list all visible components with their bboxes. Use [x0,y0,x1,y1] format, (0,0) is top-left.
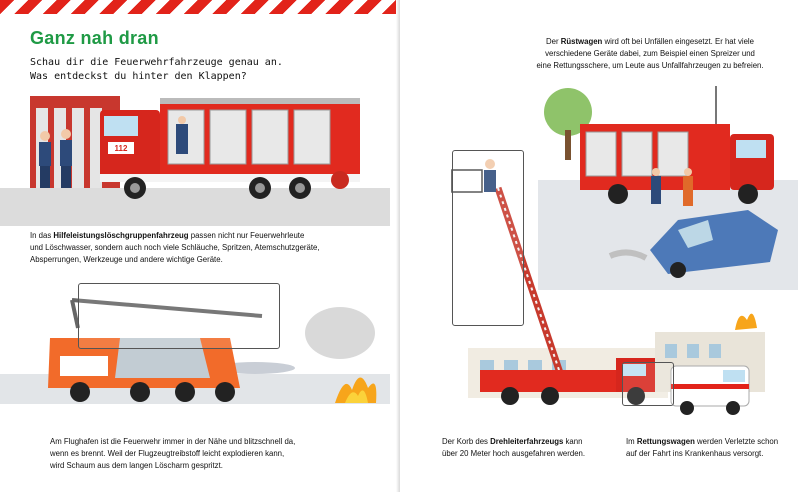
rw-description: Der Rüstwagen wird oft bei Unfällen eing… [510,36,790,73]
ambulance [670,365,750,415]
flap-drehleiter[interactable] [452,150,524,326]
airport-text-line-2: wenn es brennt. Weil der Flugzeugtreibst… [50,449,285,459]
truck-number: 112 [115,144,128,153]
dl-text-line-2: über 20 Meter hoch ausgefahren werden. [442,449,586,459]
rw-text-prefix: Der [545,37,561,46]
flap-rettungswagen[interactable] [622,362,674,406]
hlf-fire-engine-illustration: 112 [0,96,390,226]
intro-line-1: Schau dir die Feuerwehrfahrzeuge genau a… [30,57,283,68]
drehleiter-illustration [451,159,668,405]
rtw-term: Rettungswagen [636,437,695,446]
crashed-car [650,210,778,278]
flap-airport-tender[interactable] [78,283,280,349]
hlf-text-prefix: In das [30,231,54,240]
hlf-truck: 112 [100,98,360,199]
page-heading: Ganz nah dran [30,28,159,48]
rtw-text-line-2: auf der Fahrt ins Krankenhaus versorgt. [626,449,764,459]
rtw-text-rest: werden Verletzte schon [694,437,779,446]
airport-text-line-3: wird Schaum aus dem langen Löscharm gesp… [50,461,223,471]
firefighters-rw [651,168,693,206]
right-page: Der Rüstwagen wird oft bei Unfällen eing… [400,0,800,492]
rw-text-rest: wird oft bei Unfällen eingesetzt. Er hat… [602,37,754,46]
firefighter-2 [60,129,72,188]
hlf-text-line-3: Absperrungen, Werkzeuge und andere wicht… [30,255,223,265]
hlf-text-line-2: und Löschwasser, sondern auch noch viele… [30,243,320,253]
dl-text-prefix: Der Korb des [442,437,491,446]
hlf-description: In das Hilfeleistungslöschgruppenfahrzeu… [30,230,380,267]
intro-line-2: Was entdeckst du hinter den Klappen? [30,71,247,82]
airport-description: Am Flughafen ist die Feuerwehr immer in … [50,436,390,473]
rtw-text-prefix: Im [626,437,637,446]
ruestwagen-truck [580,124,774,204]
left-page: Ganz nah dran Schau dir die Feuerwehrfah… [0,0,398,473]
airport-crash-tender-illustration [0,298,390,404]
intro-text: Schau dir die Feuerwehrfahrzeuge genau a… [30,56,370,84]
rw-text-line-3: eine Rettungsschere, um Leute aus Unfall… [536,61,764,71]
smoke-cloud [305,307,375,359]
hlf-term: Hilfeleistungslöschgruppenfahrzeug [53,231,189,240]
ruestwagen-accident-illustration [538,86,798,290]
dl-text-rest: kann [563,437,583,446]
rw-term: Rüstwagen [560,37,603,46]
warning-stripe-bar [0,0,398,14]
airport-text-line-1: Am Flughafen ist die Feuerwehr immer in … [50,437,296,446]
dl-term: Drehleiterfahrzeugs [490,437,564,446]
rw-text-line-2: verschiedene Geräte dabei, zum Beispiel … [545,49,755,59]
rtw-description: Im Rettungswagen werden Verletzte schon … [626,436,796,460]
fire-flames-right [735,313,757,330]
firefighter-1 [39,131,51,188]
fire-flames [335,377,377,403]
hlf-text-rest: passen nicht nur Feuerwehrleute [188,231,305,240]
dl-description: Der Korb des Drehleiterfahrzeugs kann üb… [442,436,622,460]
ground [0,188,390,226]
